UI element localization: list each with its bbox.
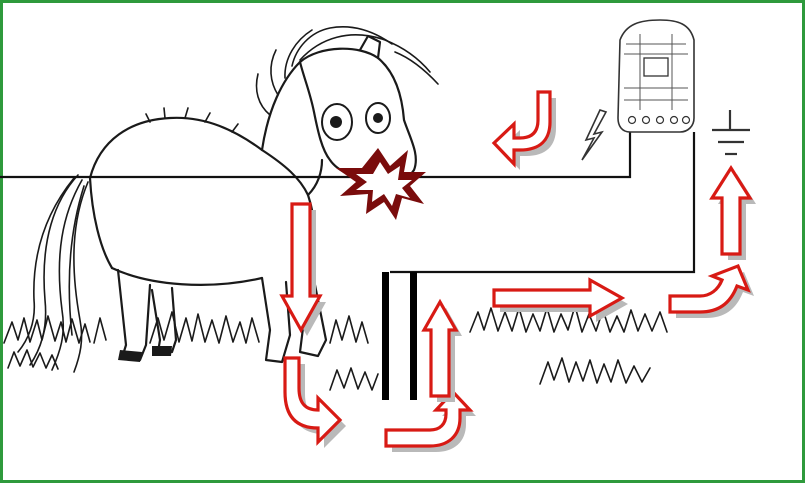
earth-ground-icon — [712, 110, 750, 156]
fence-energizer-icon — [617, 19, 695, 133]
arrow-curve-up — [668, 263, 751, 314]
fence-wire — [0, 132, 632, 179]
pony-hooves — [118, 346, 172, 362]
arrow-down-through-pony — [279, 202, 323, 334]
ground-rods — [382, 272, 417, 400]
pony-belly — [110, 266, 264, 286]
grass-layer — [3, 305, 668, 391]
ground-rod-left — [382, 272, 389, 400]
arrow-up-to-ground-symbol — [709, 165, 753, 256]
energizer-display — [643, 57, 669, 77]
arrow-energizer-to-wire-shape — [491, 90, 552, 168]
shock-burst-inner — [356, 162, 412, 206]
pony-tail — [17, 174, 89, 373]
arrow-right-through-ground — [492, 277, 626, 319]
grass-center — [149, 311, 369, 344]
energizer-grille — [624, 34, 688, 110]
pony-mane — [255, 25, 439, 116]
shock-burst-icon — [336, 148, 426, 220]
lightning-bolt-icon — [581, 109, 608, 161]
ground-rod-right — [410, 272, 417, 400]
pony-body-fur — [145, 107, 239, 133]
pony-ear — [358, 34, 382, 60]
pony-eye-left — [321, 103, 353, 141]
ground-wire — [390, 132, 696, 274]
pony-neck — [260, 60, 324, 197]
grass-left — [3, 315, 107, 344]
arrow-up-rod — [421, 298, 459, 398]
energizer-terminals — [627, 115, 691, 125]
current-flow-arrows — [279, 90, 756, 452]
pony-body — [88, 116, 316, 272]
pony-illustration — [17, 25, 439, 373]
grass-mid-low — [329, 367, 379, 391]
arrow-ground-to-rod — [384, 389, 474, 448]
pony-eye-right — [365, 102, 391, 134]
arrow-hoof-to-ground — [283, 356, 343, 446]
grass-right-low — [539, 357, 651, 385]
grass-left-low — [7, 349, 59, 370]
grass-right — [469, 305, 668, 333]
